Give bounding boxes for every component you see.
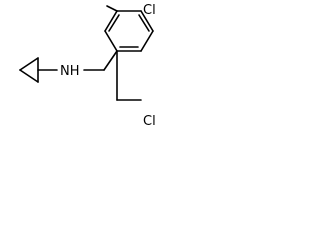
bond-ring-cl-top xyxy=(106,5,118,12)
cyclopropyl-ring xyxy=(19,57,39,83)
cl-bottom-label: Cl xyxy=(143,114,156,129)
ring-double-3 xyxy=(108,14,120,32)
bond-cp-left-bottom xyxy=(19,69,39,83)
structure-canvas: NH Cl Cl xyxy=(0,0,220,136)
ring-double-2 xyxy=(138,14,150,32)
ring-bond-5 xyxy=(104,10,118,32)
bond-cp-top-left xyxy=(19,57,39,71)
ring-bond-3 xyxy=(140,10,154,32)
bond-ch2-ring xyxy=(103,50,118,71)
ring-bond-2 xyxy=(140,30,154,52)
ring-bond-6 xyxy=(104,30,118,52)
structure-drawing: NH Cl Cl xyxy=(19,3,156,129)
cl-top-label: Cl xyxy=(143,3,156,18)
benzene-ring xyxy=(104,10,154,52)
nh-label: NH xyxy=(60,64,80,79)
